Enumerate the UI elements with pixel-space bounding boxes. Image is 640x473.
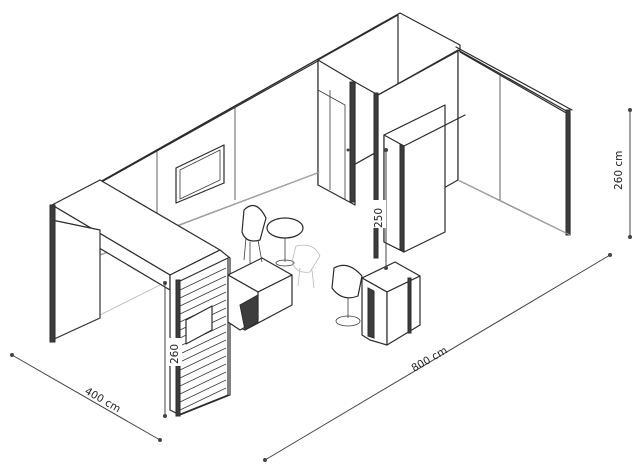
slats [179,267,227,411]
chair-center [291,244,321,289]
inner-height-label: 250 [373,208,385,228]
storage-cabinet [383,104,466,253]
storage-door-edge [349,81,356,203]
wall-height-label: 260 cm [613,151,625,190]
back-wall [95,57,321,256]
depth-label: 400 cm [83,385,123,415]
bench [227,257,293,331]
front-height-label: 260 [169,344,181,364]
round-table [266,217,304,267]
width-label: 800 cm [410,345,450,375]
reception-counter [361,261,421,346]
tv-screen [175,144,225,204]
right-wall [455,46,573,236]
dim-wall-height: 260 cm [612,108,632,239]
left-wall [49,179,221,343]
chair-right [331,264,363,327]
dim-width: 800 cm [263,253,612,462]
slatted-column [169,249,231,417]
dim-front-height: 260 [163,281,182,418]
dim-inner-height: 250 [372,148,388,270]
column-sign [185,305,213,345]
chair-left [241,204,267,264]
dim-depth: 400 cm [10,353,162,442]
storage-wall-edge [373,92,379,259]
